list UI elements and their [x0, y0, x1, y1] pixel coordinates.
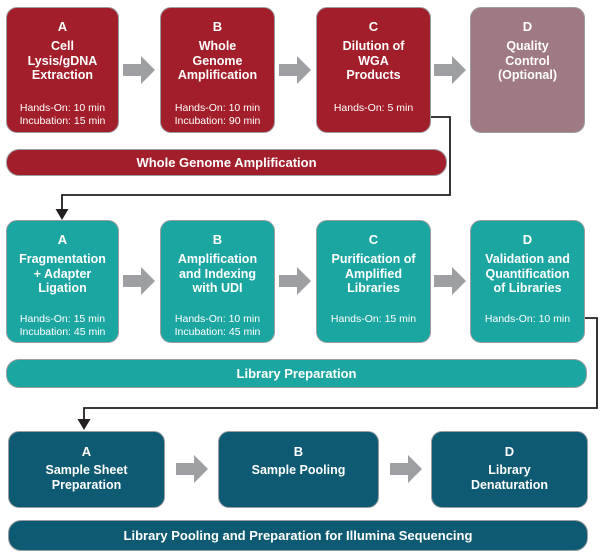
connector-arrowhead-icon — [77, 419, 91, 430]
banner-label: Library Preparation — [236, 366, 357, 381]
banner-library-pooling-sequencing: Library Pooling and Preparation for Illu… — [8, 520, 588, 551]
step-title: Dilution of WGA Products — [342, 39, 405, 82]
step-letter: C — [368, 232, 379, 247]
step-times: Hands-On: 10 min Incubation: 15 min — [19, 102, 106, 127]
step-times: Hands-On: 10 min Incubation: 45 min — [174, 313, 261, 338]
connector-arrowhead-icon — [55, 209, 69, 220]
banner-whole-genome-amplification: Whole Genome Amplification — [6, 149, 447, 176]
step-title: Sample Sheet Preparation — [45, 463, 128, 492]
step-letter: D — [522, 19, 533, 34]
step-title: Library Denaturation — [470, 463, 549, 492]
step-letter: D — [504, 444, 515, 459]
flow-arrow-icon — [123, 267, 155, 295]
step-letter: A — [57, 232, 68, 247]
step-letter: D — [522, 232, 533, 247]
box-dilution-of-wga-products: C Dilution of WGA Products Hands-On: 5 m… — [316, 7, 431, 133]
flow-arrow-icon — [176, 455, 208, 483]
step-letter: B — [293, 444, 304, 459]
banner-label: Library Pooling and Preparation for Illu… — [123, 528, 473, 543]
step-title: Whole Genome Amplification — [177, 39, 258, 82]
box-amplification-indexing-udi: B Amplification and Indexing with UDI Ha… — [160, 220, 275, 343]
box-quality-control-optional: D Quality Control (Optional) — [470, 7, 585, 133]
step-letter: A — [57, 19, 68, 34]
step-times: Hands-On: 15 min — [330, 313, 417, 325]
step-times: Hands-On: 10 min Incubation: 90 min — [174, 102, 261, 127]
step-times: Hands-On: 15 min Incubation: 45 min — [19, 313, 106, 338]
step-title: Cell Lysis/gDNA Extraction — [27, 39, 98, 82]
flow-arrow-icon — [279, 56, 311, 84]
step-times: Hands-On: 10 min — [484, 313, 571, 325]
banner-library-preparation: Library Preparation — [6, 359, 587, 388]
step-title: Purification of Amplified Libraries — [331, 252, 416, 295]
step-title: Sample Pooling — [251, 463, 346, 477]
box-sample-sheet-preparation: A Sample Sheet Preparation — [8, 431, 165, 508]
step-letter: B — [212, 232, 223, 247]
box-whole-genome-amplification: B Whole Genome Amplification Hands-On: 1… — [160, 7, 275, 133]
step-title: Fragmentation + Adapter Ligation — [19, 252, 106, 295]
box-validation-quantification-libraries: D Validation and Quantification of Libra… — [470, 220, 585, 343]
box-fragmentation-adapter-ligation: A Fragmentation + Adapter Ligation Hands… — [6, 220, 119, 343]
flow-arrow-icon — [279, 267, 311, 295]
box-cell-lysis-gdna-extraction: A Cell Lysis/gDNA Extraction Hands-On: 1… — [6, 7, 119, 133]
step-letter: C — [368, 19, 379, 34]
flow-arrow-icon — [123, 56, 155, 84]
step-times: Hands-On: 5 min — [333, 102, 414, 114]
step-letter: B — [212, 19, 223, 34]
step-title: Quality Control (Optional) — [497, 39, 557, 82]
box-sample-pooling: B Sample Pooling — [218, 431, 379, 508]
banner-label: Whole Genome Amplification — [136, 155, 317, 170]
flow-arrow-icon — [390, 455, 422, 483]
step-letter: A — [81, 444, 92, 459]
step-title: Amplification and Indexing with UDI — [177, 252, 258, 295]
flow-arrow-icon — [434, 267, 466, 295]
box-purification-amplified-libraries: C Purification of Amplified Libraries Ha… — [316, 220, 431, 343]
step-title: Validation and Quantification of Librari… — [485, 252, 570, 295]
flow-arrow-icon — [434, 56, 466, 84]
box-library-denaturation: D Library Denaturation — [431, 431, 588, 508]
